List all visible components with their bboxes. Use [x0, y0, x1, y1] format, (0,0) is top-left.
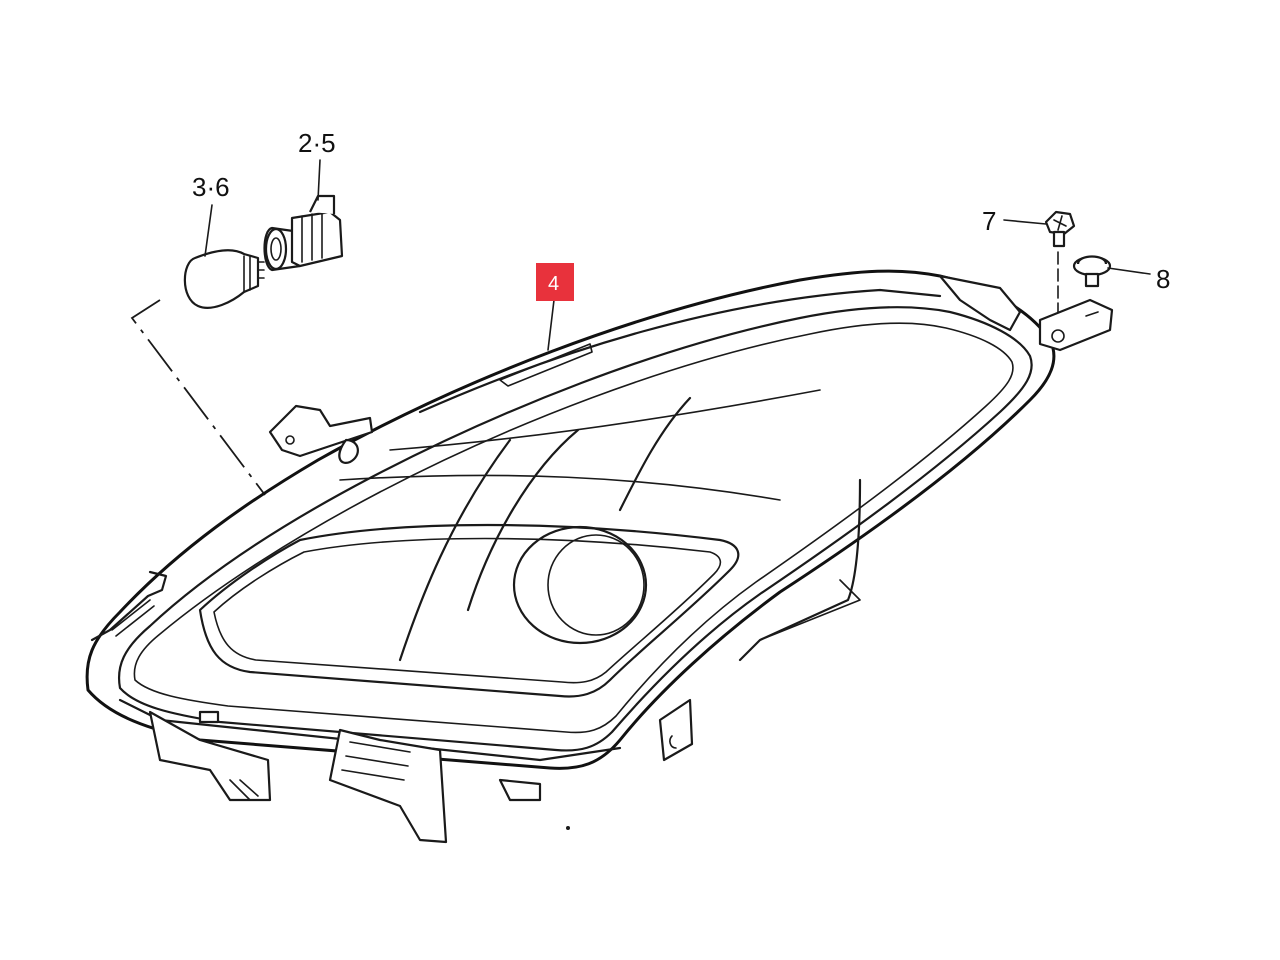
headlamp-callout: 4: [548, 273, 559, 295]
bulb-callout: 3·6: [192, 172, 230, 202]
headlamp-callout-box: [536, 263, 574, 301]
headlamp-assembly[interactable]: [85, 269, 1114, 844]
bolt-part[interactable]: [1044, 210, 1076, 248]
socket-callout: 2·5: [298, 128, 336, 158]
socket-part[interactable]: [263, 194, 344, 272]
clip-part[interactable]: [1072, 255, 1112, 288]
mark: [566, 826, 570, 830]
clip-callout: 8: [1156, 264, 1170, 294]
headlamp-leader: [547, 299, 555, 351]
socket-leader: [317, 159, 321, 201]
bolt-callout: 7: [982, 206, 996, 236]
bolt-leader: [1003, 219, 1047, 225]
clip-leader: [1107, 267, 1151, 275]
bulb-leader: [204, 204, 213, 257]
bulb-part[interactable]: [183, 249, 265, 309]
bulb-group-leader: [130, 299, 266, 496]
